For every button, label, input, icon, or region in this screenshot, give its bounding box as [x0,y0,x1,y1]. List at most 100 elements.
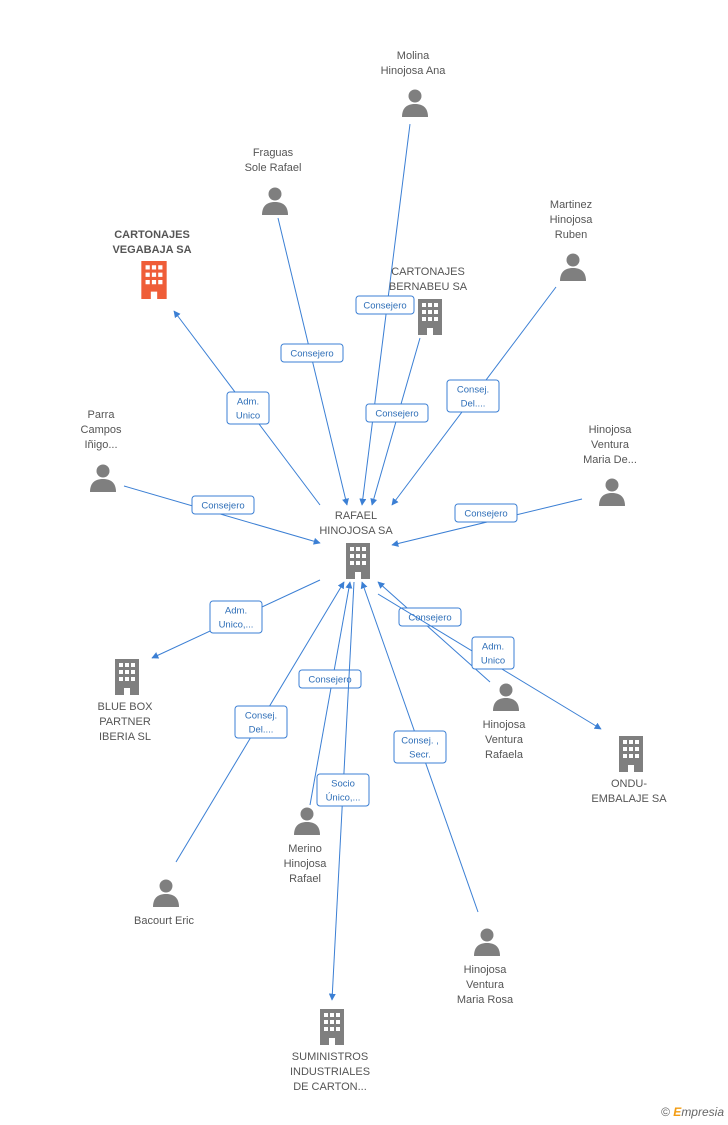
node-label: Merino [288,843,322,855]
edge-label-text: Consejero [375,409,418,420]
edge-rafael-ondu: Adm. Unico [377,593,602,730]
node-label: DE CARTON... [293,1081,367,1093]
edge-label-text: Consej. [245,711,277,722]
edge-label-text: Consej. [457,385,489,396]
edge-label-text: Consejero [464,509,507,520]
edge-label-text: Del.... [461,399,486,410]
node-label: Maria Rosa [457,994,514,1006]
node-label: BLUE BOX [97,701,153,713]
edge-label-text: Consejero [290,349,333,360]
building-icon[interactable] [418,299,442,335]
edge-label-text: Unico,... [219,620,254,631]
node-ondu[interactable]: ONDU-EMBALAJE SA [591,736,667,805]
building-icon[interactable] [115,659,139,695]
node-label: Hinojosa [550,214,594,226]
edge-hvr-rafael: Consejero [377,581,491,683]
node-label: CARTONAJES [391,266,465,278]
node-label: Parra [88,409,116,421]
building-icon[interactable] [141,261,167,299]
person-icon[interactable] [599,478,625,507]
person-icon[interactable] [153,879,179,908]
node-bacourt[interactable]: Bacourt Eric [134,879,194,928]
edge-label-text: Unico [236,411,260,422]
node-label: Campos [81,424,122,436]
node-label: PARTNER [99,716,151,728]
edge-label-box[interactable] [191,495,255,515]
edge-label-text: Unico [481,656,505,667]
edge-label-text: Adm. [482,642,504,653]
node-label: Hinojosa [284,858,328,870]
node-cartbern[interactable]: CARTONAJES BERNABEU SA [389,266,468,335]
empresia-footer[interactable]: © Empresia [661,1105,724,1119]
person-icon[interactable] [294,807,320,836]
node-label: Ventura [466,979,505,991]
edge-hvmd-rafael: Consejero [391,498,583,547]
building-icon[interactable] [346,543,370,579]
edge-label-text: Adm. [237,397,259,408]
edge-label-box[interactable] [446,379,500,413]
node-label: Martinez [550,199,592,211]
edge-parra-rafael: Consejero [123,485,321,545]
edge-label-box[interactable] [365,403,429,423]
edge-label-box[interactable] [393,730,447,764]
edge-label-text: Adm. [225,606,247,617]
edge-label-text: Consej. , [401,736,439,747]
node-label: Rafael [289,873,321,885]
edge-rafael-suministros: SocioÚnico,... [316,581,370,1001]
building-icon[interactable] [320,1009,344,1045]
node-label: Sole Rafael [245,162,302,174]
edge-fraguas-rafael: Consejero [277,217,349,506]
node-label: CARTONAJES [114,229,190,241]
person-icon[interactable] [90,464,116,493]
edge-label-box[interactable] [355,295,415,315]
person-icon[interactable] [402,89,428,118]
edge-label-box[interactable] [298,669,362,689]
edge-merino-rafael: Consejero [298,581,362,806]
edge-label-box[interactable] [316,773,370,807]
edge-label-box[interactable] [454,503,518,523]
node-label: Molina [397,50,430,62]
edge-label-box[interactable] [226,391,270,425]
edge-line [309,581,353,806]
edge-label-text: Consejero [308,675,351,686]
node-parra[interactable]: ParraCamposIñigo... [81,409,122,492]
edge-label-text: Secr. [409,750,431,761]
node-label: Hinojosa [483,719,527,731]
building-icon[interactable] [619,736,643,772]
edge-label-text: Consejero [201,501,244,512]
node-label: Hinojosa [464,964,508,976]
copyright-icon: © [661,1105,670,1119]
person-icon[interactable] [560,253,586,282]
edge-rafael-bluebox: Adm. Unico,... [151,579,321,659]
edge-label-box[interactable] [209,600,263,634]
node-label: Ventura [591,439,630,451]
edge-label-box[interactable] [234,705,288,739]
edge-line [377,581,491,683]
edge-rafael-cartvega: Adm. Unico [173,310,321,506]
edge-label-text: Consejero [363,301,406,312]
person-icon[interactable] [474,928,500,957]
edge-label-box[interactable] [280,343,344,363]
node-label: RAFAEL [335,510,377,522]
edge-label-box[interactable] [471,636,515,670]
person-icon[interactable] [262,187,288,216]
node-label: BERNABEU SA [389,281,468,293]
edge-cartbern-rafael: Consejero [365,337,429,506]
edge-label-text: Único,... [326,793,361,804]
node-label: Ruben [555,229,587,241]
person-icon[interactable] [493,683,519,712]
edge-molina-rafael: Consejero [355,123,415,506]
